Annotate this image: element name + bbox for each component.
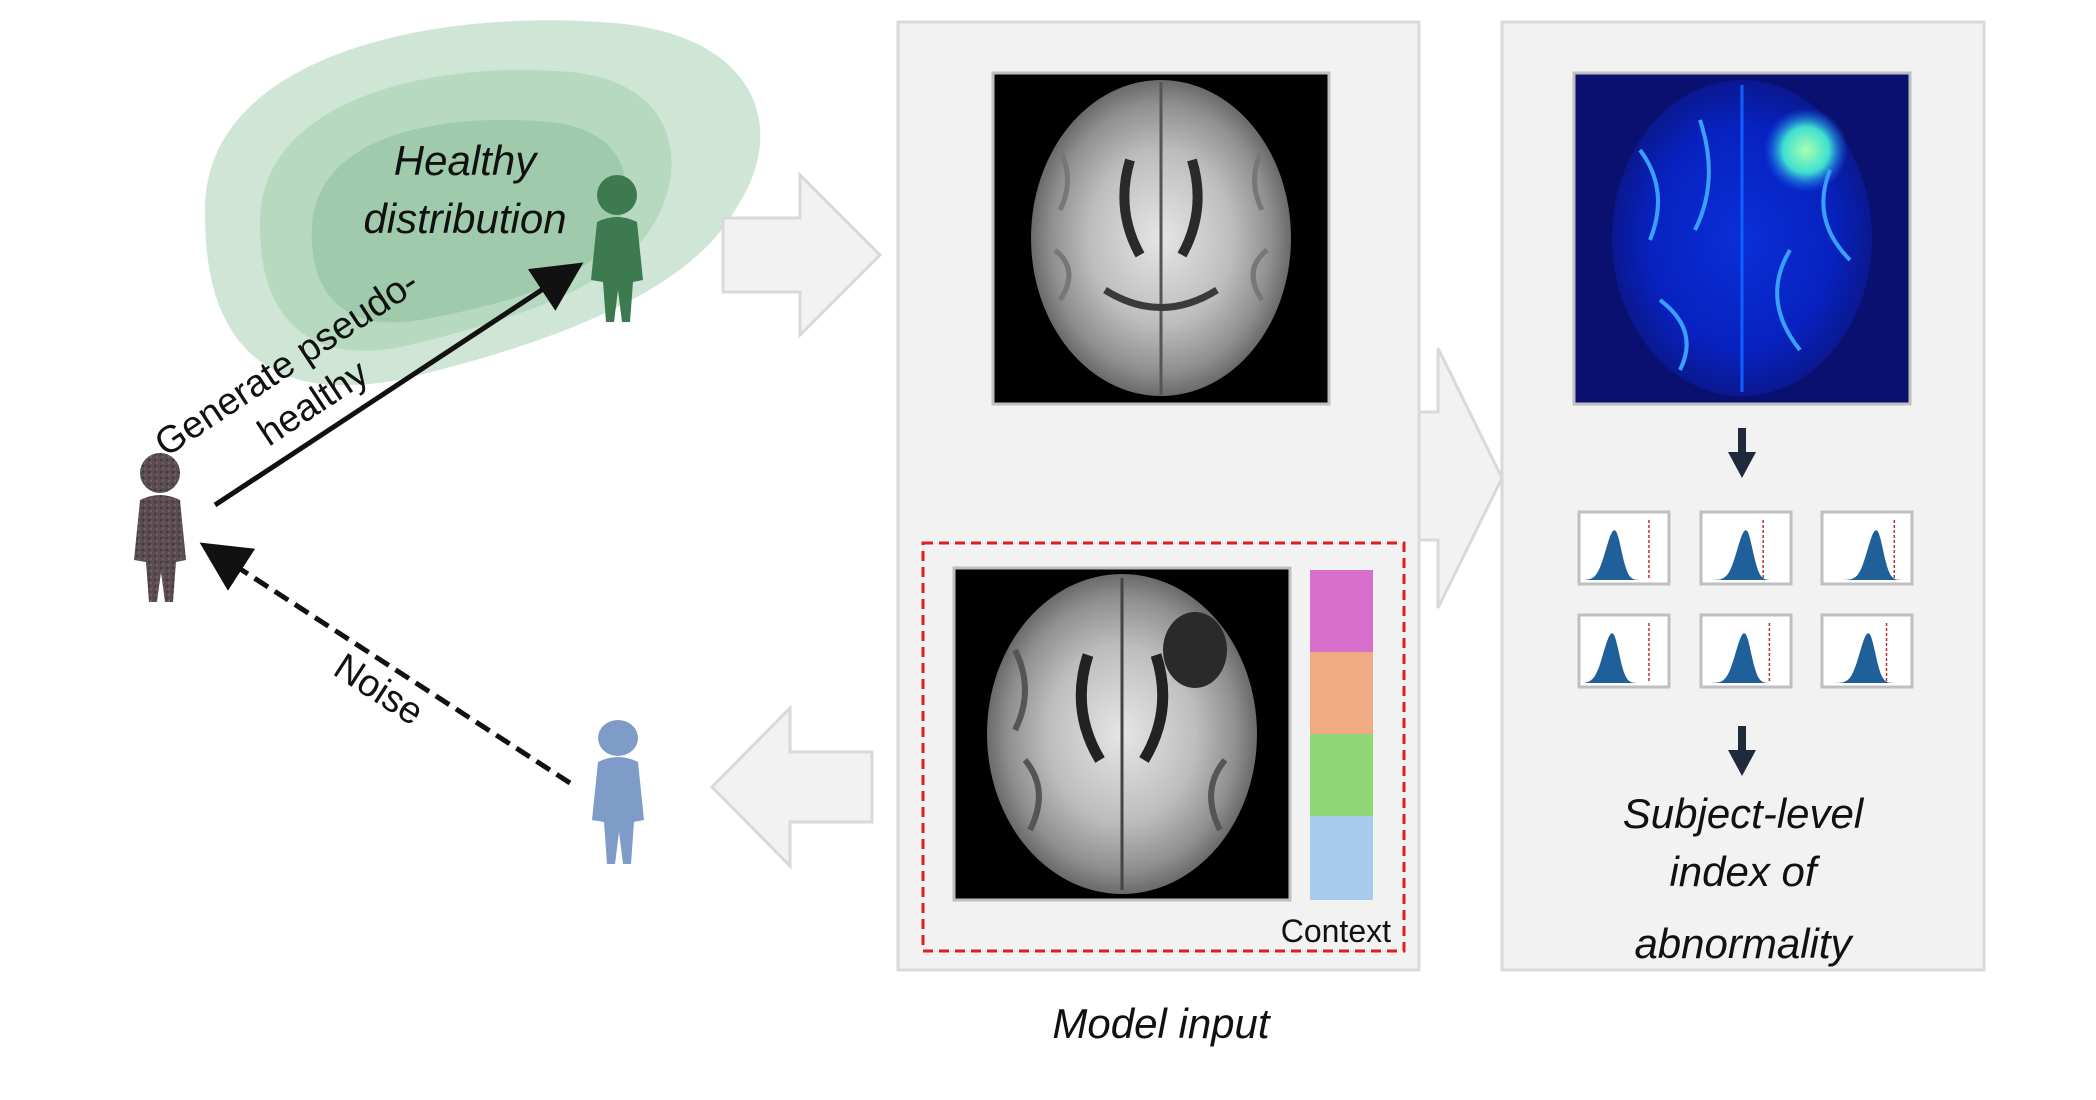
histogram-bars — [1585, 633, 1663, 683]
generate-arrow — [213, 262, 584, 508]
context-label: Context — [1281, 913, 1391, 949]
histogram-bars — [1828, 530, 1906, 580]
healthy-person-icon — [591, 175, 643, 322]
histogram-thumbnail — [1577, 613, 1671, 689]
backward-arrow-from-input — [709, 704, 874, 870]
context-box — [921, 541, 1406, 953]
context-bar-4 — [1310, 816, 1373, 900]
context-bar-3 — [1310, 734, 1373, 816]
index-label-line2: index of — [1669, 848, 1820, 895]
brain-input-image — [991, 71, 1331, 406]
index-label-line1: Subject-level — [1623, 790, 1865, 837]
index-label-line3: abnormality — [1634, 920, 1854, 967]
noise-person-icon — [592, 720, 644, 864]
healthy-label-line2: distribution — [363, 195, 566, 242]
histogram-thumbnail — [1699, 613, 1793, 689]
forward-arrow-to-output — [1417, 347, 1504, 609]
histogram-bars — [1585, 530, 1663, 580]
histogram-grid — [1577, 510, 1914, 689]
context-bar-1 — [1310, 570, 1373, 652]
context-bar-2 — [1310, 652, 1373, 734]
histogram-thumbnail — [1820, 613, 1914, 689]
histogram-thumbnail — [1577, 510, 1671, 586]
histogram-bars — [1828, 633, 1906, 683]
down-arrow-1 — [1728, 428, 1756, 478]
forward-arrow-to-input — [721, 171, 883, 339]
noise-arrow — [199, 542, 572, 786]
histogram-thumbnail — [1820, 510, 1914, 586]
noisy-person-icon — [134, 453, 186, 602]
brain-context-image — [952, 566, 1292, 902]
model-input-label: Model input — [1052, 1000, 1271, 1047]
healthy-label-line1: Healthy — [394, 137, 539, 184]
histogram-bars — [1707, 530, 1785, 580]
anomaly-heatmap-image — [1572, 71, 1912, 406]
context-vector — [1310, 570, 1373, 900]
histogram-thumbnail — [1699, 510, 1793, 586]
histogram-bars — [1707, 633, 1785, 683]
down-arrow-2 — [1728, 726, 1756, 776]
